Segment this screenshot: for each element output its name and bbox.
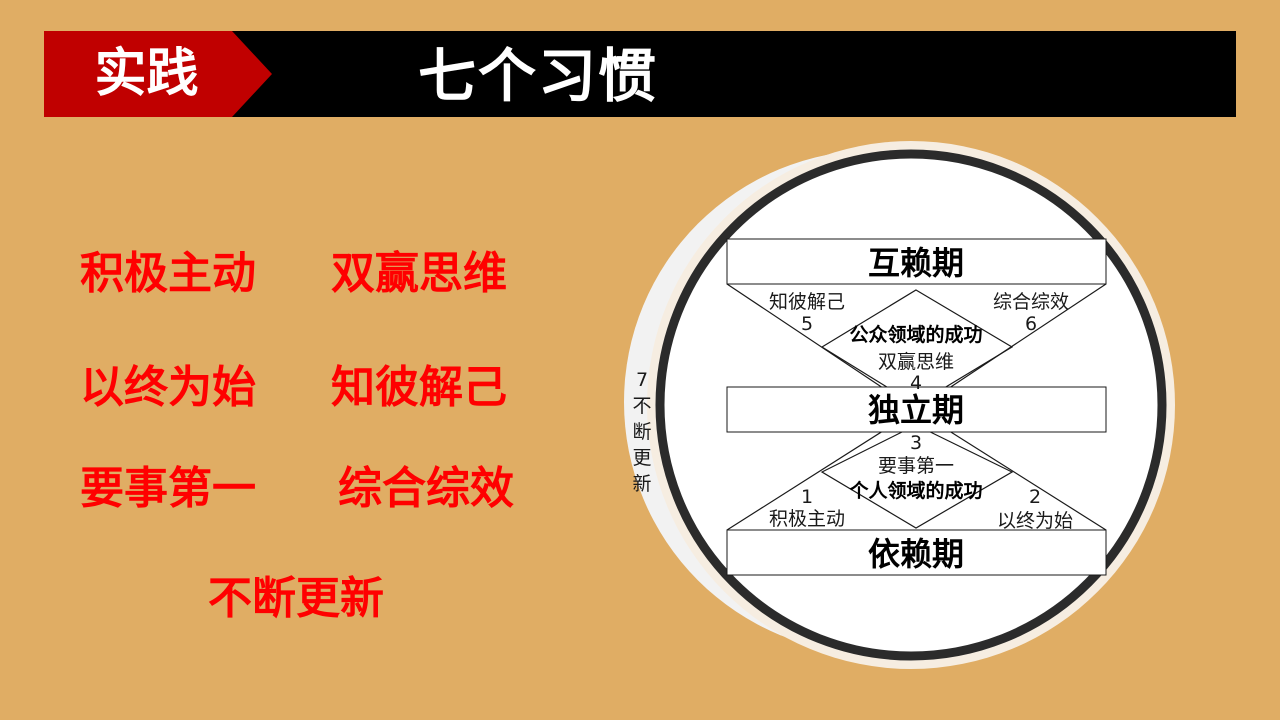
item-7-num: 7	[636, 369, 648, 391]
habit-first-things-first: 要事第一	[80, 463, 256, 514]
stage-interdependence: 互赖期	[868, 244, 964, 282]
public-victory-label: 公众领域的成功	[849, 323, 982, 346]
stage-independence: 独立期	[868, 391, 964, 429]
item-2-num: 2	[1029, 486, 1041, 508]
item-5-num: 5	[801, 313, 813, 335]
habit-seek-understand: 知彼解己	[331, 362, 507, 413]
habit-begin-with-end: 以终为始	[80, 362, 256, 413]
stage-bar-dependence	[726, 529, 1107, 576]
private-victory-label: 个人领域的成功	[848, 479, 982, 502]
section-tag-label: 实践	[94, 44, 199, 104]
renewal-vertical-label: 7 不 断 更 新	[632, 369, 651, 495]
habit-sharpen-saw: 不断更新	[208, 573, 384, 624]
renewal-char-1: 不	[632, 395, 651, 417]
item-1-num: 1	[801, 486, 813, 508]
habit-synergize: 综合综效	[338, 463, 514, 514]
habit-labels: 知彼解己 5 综合综效 6 双赢思维 4 3 要事第一 1 积极主动 2 以终为…	[769, 291, 1073, 532]
item-1-label: 积极主动	[769, 508, 845, 530]
page-title: 七个习惯	[418, 42, 659, 110]
item-4-num: 4	[910, 372, 922, 394]
private-diamond	[820, 424, 1014, 529]
item-6-label: 综合综效	[993, 291, 1069, 313]
renewal-char-4: 新	[632, 473, 651, 495]
stage-bar-independence	[726, 386, 1107, 433]
renewal-char-2: 断	[632, 421, 651, 443]
stage-bar-interdependence	[726, 238, 1107, 285]
section-tag	[44, 31, 272, 117]
item-4-label: 双赢思维	[878, 351, 954, 373]
item-3-num: 3	[910, 432, 922, 454]
stage-dependence: 依赖期	[868, 535, 964, 573]
item-6-num: 6	[1025, 313, 1037, 335]
item-3-label: 要事第一	[878, 455, 954, 477]
renewal-char-3: 更	[632, 447, 651, 469]
habit-think-win-win: 双赢思维	[331, 248, 507, 299]
habit-proactive: 积极主动	[80, 248, 256, 299]
item-5-label: 知彼解己	[769, 291, 845, 313]
item-2-label: 以终为始	[997, 510, 1073, 532]
